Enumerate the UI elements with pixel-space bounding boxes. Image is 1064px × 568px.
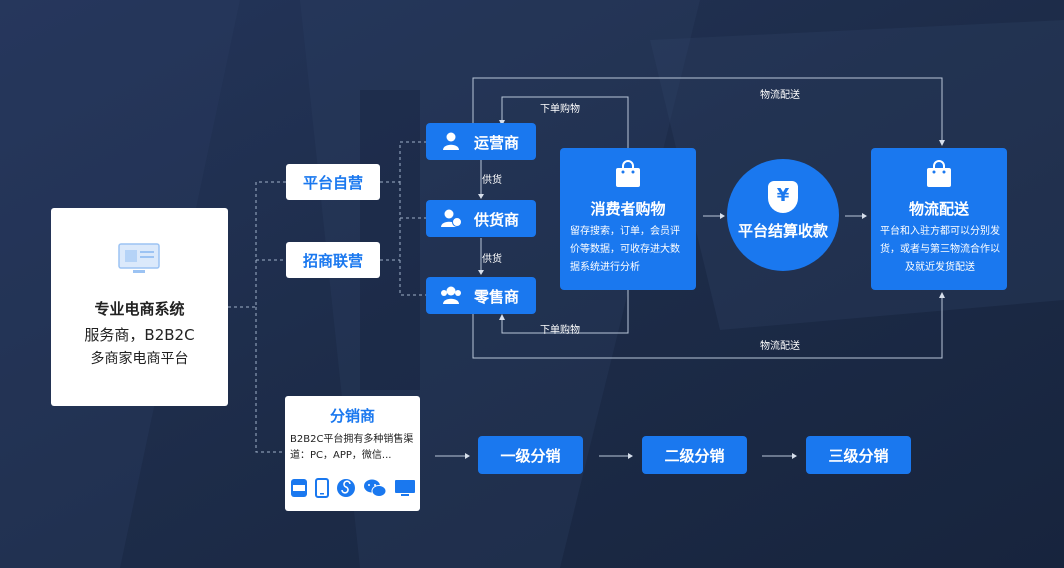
logistics-bag-icon [927,160,951,187]
supplier-label: 供货商 [474,211,520,229]
supplier-person-icon [441,209,462,227]
retailer-button[interactable]: 零售商 [426,277,536,314]
supplier-button[interactable]: 供货商 [426,200,536,237]
monitor-icon [118,243,160,273]
consumer-title: 消费者购物 [590,200,666,218]
self-run-label: 平台自营 [302,173,363,192]
level-2-button[interactable]: 二级分销 [642,436,747,474]
main-system-line3: 多商家电商平台 [90,351,189,367]
main-system-line2: 服务商，B2B2C [84,326,195,344]
main-system-title: 专业电商系统 [94,300,185,318]
order-label-bottom: 下单购物 [540,325,580,336]
settlement-circle[interactable]: ¥ 平台结算收款 [727,159,839,271]
phone-icon [315,478,329,498]
self-run-button[interactable]: 平台自营 [286,164,380,200]
person-icon [443,132,459,150]
logistics-title: 物流配送 [908,200,969,218]
app-icon [291,479,307,497]
retailer-label: 零售商 [474,288,520,306]
logistics-desc: 平台和入驻方都可以分别发货，或者与第三物流合作以及就近发货配送 [880,226,1000,273]
operator-label: 运营商 [474,134,520,152]
operator-button[interactable]: 运营商 [426,123,536,160]
logistics-box[interactable]: 物流配送 平台和入驻方都可以分别发货，或者与第三物流合作以及就近发货配送 [871,148,1007,290]
consumer-desc: 留存搜索，订单，会员评价等数据，可收存进大数据系统进行分析 [570,226,680,273]
main-system-box: 专业电商系统 服务商，B2B2C 多商家电商平台 [51,208,228,406]
wechat-icon [364,479,387,497]
shopping-bag-icon [616,160,640,187]
level-2-label: 二级分销 [664,446,725,465]
mini-program-icon [337,479,355,497]
merchant-label: 招商联营 [302,251,363,270]
level-3-label: 三级分销 [828,446,889,465]
logistics-label-bottom: 物流配送 [760,341,800,352]
settlement-title: 平台结算收款 [737,222,828,240]
level-1-label: 一级分销 [500,446,561,465]
supply-label-1: 供货 [482,175,502,186]
level-3-button[interactable]: 三级分销 [806,436,911,474]
level-1-button[interactable]: 一级分销 [478,436,583,474]
distributor-box[interactable]: 分销商 B2B2C平台拥有多种销售渠道：PC，APP，微信... [285,396,420,511]
group-icon [441,286,461,304]
supply-label-2: 供货 [482,254,502,265]
shield-icon: ¥ [768,181,798,213]
merchant-button[interactable]: 招商联营 [286,242,380,278]
order-label-top: 下单购物 [540,104,580,115]
consumer-box[interactable]: 消费者购物 留存搜索，订单，会员评价等数据，可收存进大数据系统进行分析 [560,148,696,290]
distributor-title: 分销商 [329,407,375,425]
logistics-label-top: 物流配送 [760,90,800,101]
pc-icon [395,480,415,496]
distributor-desc: B2B2C平台拥有多种销售渠道：PC，APP，微信... [290,434,414,461]
yen-icon: ¥ [776,185,790,206]
channel-icons [290,477,416,499]
